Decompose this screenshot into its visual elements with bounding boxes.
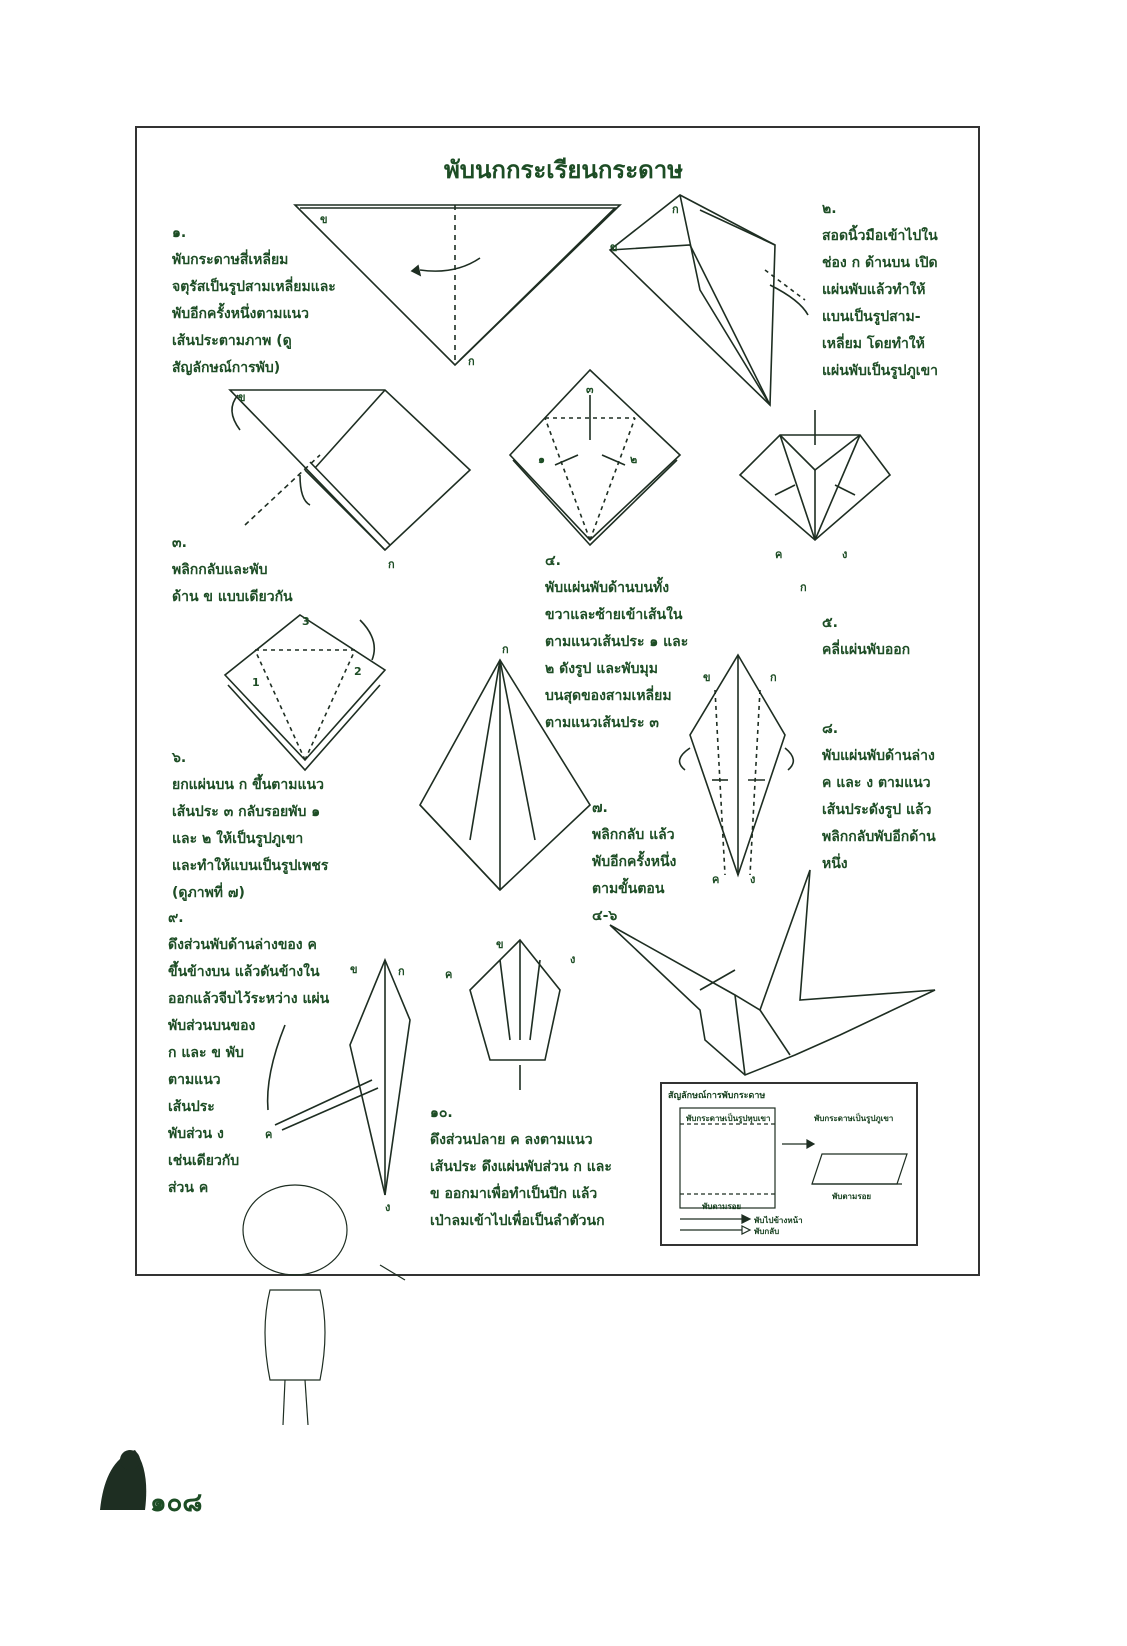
label-kho: ข — [703, 671, 711, 684]
label-ko: ก — [800, 581, 807, 594]
step9-diagram — [266, 957, 411, 1196]
legend-valley-label: พับกระดาษเป็นรูปหุบเขา — [686, 1114, 771, 1123]
label-ngo: ง — [842, 548, 848, 561]
label-kho2: ค — [775, 548, 783, 561]
step-5-text: ๕. คลี่แผ่นพับออก — [822, 610, 910, 664]
step-number: ๔. — [545, 553, 561, 569]
legend-fold-line-2: พับตามรอย — [832, 1192, 872, 1201]
child-illustration — [242, 1184, 406, 1426]
step2-diagram — [608, 194, 809, 407]
label-t3: ๓ — [586, 383, 594, 396]
step-number: ๘. — [822, 721, 839, 737]
label-kho2: ค — [265, 1128, 273, 1141]
label-n3: 3 — [302, 615, 310, 628]
label-ko: ก — [672, 203, 679, 216]
label-ko: ก — [770, 671, 777, 684]
label-ko: ก — [388, 558, 395, 571]
step-9-text: ๙. ดึงส่วนพับด้านล่างของ ค ขึ้นข้างบน แล… — [168, 905, 329, 1202]
label-ngo: ง — [570, 953, 576, 966]
label-ko: ก — [502, 643, 509, 656]
step-7-text: ๗. พลิกกลับ แล้ว พับอีกครั้งหนึ่ง ตามขั้… — [592, 795, 676, 930]
step10-diagram — [469, 938, 561, 1090]
label-t2: ๒ — [630, 453, 638, 466]
step-number: ๕. — [822, 615, 838, 631]
legend-fold-line: พับตามรอย — [702, 1202, 742, 1211]
step-number: ๙. — [168, 910, 184, 926]
label-ko: ก — [468, 355, 475, 368]
step-8-text: ๘. พับแผ่นพับด้านล่าง ค และ ง ตามแนว เส้… — [822, 716, 936, 878]
label-t1: ๑ — [538, 453, 545, 466]
legend-title: สัญลักษณ์การพับกระดาษ — [668, 1091, 766, 1101]
step-3-text: ๓. พลิกกลับและพับ ด้าน ข แบบเดียวกัน — [172, 530, 293, 611]
legend-mountain-label: พับกระดาษเป็นรูปภูเขา — [814, 1114, 894, 1123]
step7-diagram — [419, 658, 592, 892]
page-number: ๑๐๘ — [150, 1488, 203, 1518]
label-n1: 1 — [252, 676, 260, 689]
step-number: ๑. — [172, 225, 187, 241]
step-number: ๒. — [822, 201, 837, 217]
label-ngo: ง — [750, 873, 756, 886]
page-title: พับนกกระเรียนกระดาษ — [443, 156, 684, 184]
step6-diagram — [223, 614, 387, 772]
label-kho: ข — [320, 213, 328, 226]
step5-diagram — [738, 410, 892, 542]
legend-diagram — [679, 1107, 908, 1235]
step-6-text: ๖. ยกแผ่นบน ก ขึ้นตามแนว เส้นประ ๓ กลับร… — [172, 745, 328, 907]
step-1-text: ๑. พับกระดาษสี่เหลี่ยม จตุรัสเป็นรูปสามเ… — [172, 220, 336, 382]
label-kho: ข — [496, 938, 504, 951]
label-ngo: ง — [385, 1201, 391, 1214]
step-number: ๓. — [172, 535, 187, 551]
label-kho: ข — [238, 391, 246, 404]
legend-arrow-back: พับกลับ — [754, 1227, 780, 1236]
crane-final-diagram — [609, 869, 936, 1076]
step-number: ๗. — [592, 800, 608, 816]
step4-diagram — [508, 368, 682, 547]
label-n2: 2 — [354, 665, 362, 678]
seated-figure-illustration — [100, 1450, 147, 1510]
step-number: ๖. — [172, 750, 187, 766]
folding-symbol-legend: สัญลักษณ์การพับกระดาษ พับกระดาษเป็นรูปหุ… — [660, 1082, 918, 1246]
label-kho: ข — [350, 963, 358, 976]
step3-diagram — [228, 389, 472, 552]
step-4-text: ๔. พับแผ่นพับด้านบนทั้ง ขวาและซ้ายเข้าเส… — [545, 548, 688, 737]
step8-diagram — [678, 653, 795, 878]
step-10-text: ๑๐. ดึงส่วนปลาย ค ลงตามแนว เส้นประ ดึงแผ… — [430, 1100, 612, 1235]
label-kho2: ค — [445, 968, 453, 981]
page-frame — [135, 126, 980, 1276]
step-number: ๑๐. — [430, 1105, 453, 1121]
label-kho: ข — [610, 241, 618, 254]
label-kho2: ค — [712, 873, 720, 886]
step1-diagram — [293, 204, 622, 367]
legend-arrow-front: พับไปข้างหน้า — [754, 1216, 803, 1225]
step-2-text: ๒. สอดนิ้วมือเข้าไปใน ช่อง ก ด้านบน เปิด… — [822, 196, 938, 385]
label-ko: ก — [398, 965, 405, 978]
